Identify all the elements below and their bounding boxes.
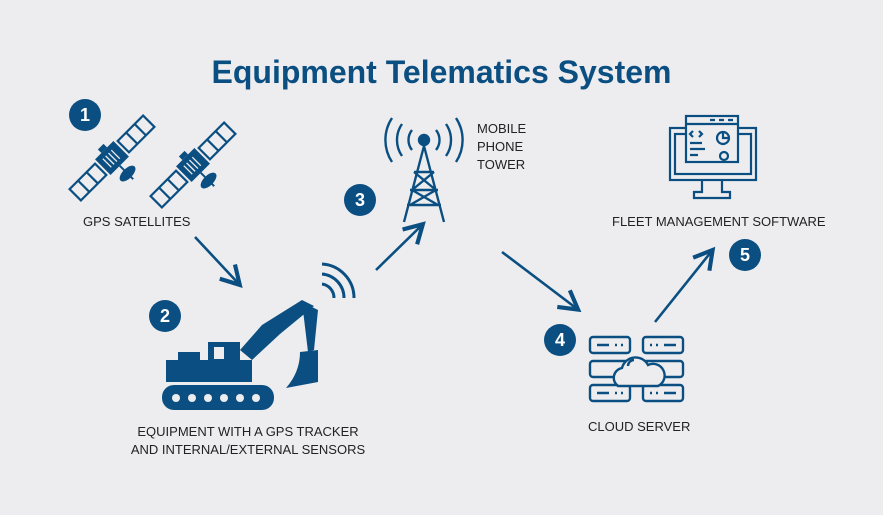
monitor-software-icon: [668, 114, 758, 200]
step-3-badge: 3: [344, 184, 376, 216]
mobile-tower-label: MOBILE PHONE TOWER: [477, 120, 526, 174]
equipment-label-line: EQUIPMENT WITH A GPS TRACKER: [137, 424, 359, 439]
cell-tower-icon: [384, 117, 464, 223]
step-5-badge: 5: [729, 239, 761, 271]
arrow-4-to-5: [653, 246, 716, 323]
diagram-title: Equipment Telematics System: [211, 54, 672, 90]
tower-label-line: TOWER: [477, 157, 526, 172]
gps-satellites-label: GPS SATELLITES: [83, 214, 191, 229]
equipment-label-line: AND INTERNAL/EXTERNAL SENSORS: [130, 442, 366, 457]
tower-label-line: MOBILE: [477, 121, 527, 136]
step-1-badge: 1: [69, 99, 101, 131]
arrow-3-to-4: [501, 250, 582, 313]
arrow-2-to-3: [375, 221, 426, 271]
excavator-icon: [162, 262, 356, 410]
fleet-software-label: FLEET MANAGEMENT SOFTWARE: [612, 214, 826, 229]
tower-label-line: PHONE: [477, 139, 524, 154]
cloud-server-label: CLOUD SERVER: [588, 419, 691, 434]
cloud-server-icon: [588, 335, 685, 403]
step-4-badge: 4: [544, 324, 576, 356]
equipment-label: EQUIPMENT WITH A GPS TRACKER AND INTERNA…: [108, 423, 388, 459]
step-2-badge: 2: [149, 300, 181, 332]
satellite-icon: [143, 115, 253, 225]
arrow-1-to-2: [194, 236, 243, 288]
